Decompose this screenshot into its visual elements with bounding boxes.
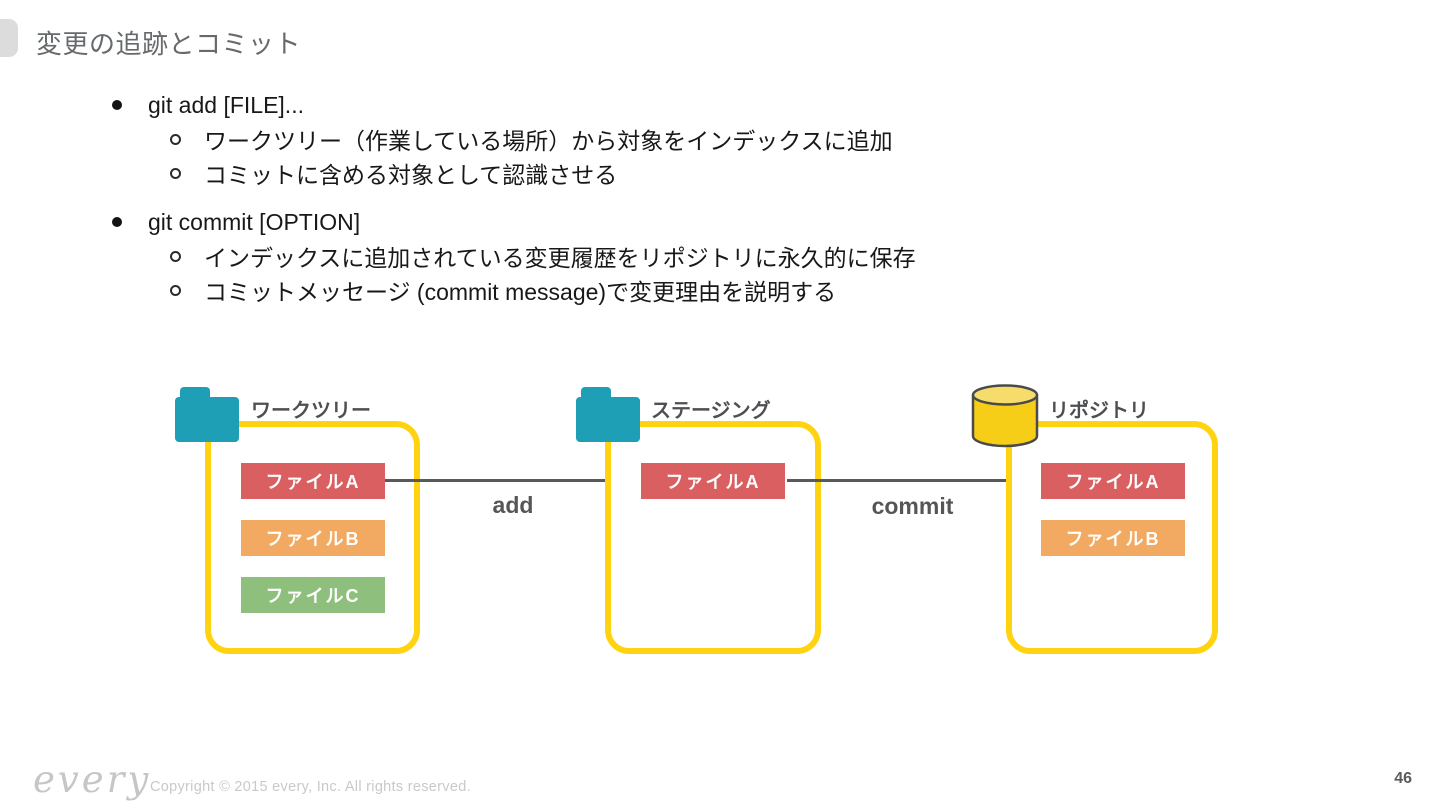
- commit-arrow-label: commit: [871, 493, 954, 519]
- sub-bullet-text: インデックスに追加されている変更履歴をリポジトリに永久的に保存: [204, 245, 916, 271]
- repository-label: リポジトリ: [1049, 400, 1149, 422]
- every-logo: every: [33, 758, 152, 801]
- sub-bullet-text: コミットメッセージ (commit message)で変更理由を説明する: [204, 279, 837, 305]
- file-chip: ファイルB: [1041, 520, 1185, 556]
- bullet-dot-icon: [112, 217, 122, 227]
- file-chip: ファイルC: [241, 577, 385, 613]
- file-chip: ファイルA: [241, 463, 385, 499]
- file-label: ファイルB: [265, 529, 361, 549]
- page-number: 46: [1394, 770, 1412, 787]
- title-accent-tab: [0, 19, 18, 57]
- bullet-circle-icon: [170, 250, 181, 262]
- file-chip: ファイルB: [241, 520, 385, 556]
- file-label: ファイルA: [265, 472, 361, 492]
- worktree-label: ワークツリー: [251, 400, 371, 422]
- sub-bullet-item: コミットに含める対象として認識させる: [170, 158, 617, 188]
- sub-bullet-text: ワークツリー（作業している場所）から対象をインデックスに追加: [204, 128, 893, 154]
- staging-box: [605, 421, 821, 654]
- file-chip: ファイルA: [641, 463, 785, 499]
- page-title: 変更の追跡とコミット: [36, 29, 302, 59]
- file-chip: ファイルA: [1041, 463, 1185, 499]
- sub-bullet-text: コミットに含める対象として認識させる: [204, 162, 618, 188]
- file-label: ファイルC: [265, 586, 361, 606]
- bullet-item: git commit [OPTION]: [112, 207, 360, 237]
- sub-bullet-item: インデックスに追加されている変更履歴をリポジトリに永久的に保存: [170, 241, 916, 271]
- folder-icon: [576, 387, 640, 442]
- copyright-text: Copyright © 2015 every, Inc. All rights …: [150, 779, 471, 795]
- bullet-circle-icon: [170, 284, 181, 296]
- bullet-circle-icon: [170, 167, 181, 179]
- bullet-item: git add [FILE]...: [112, 90, 304, 120]
- file-label: ファイルB: [1065, 529, 1161, 549]
- bullet-text: git add [FILE]...: [148, 91, 304, 118]
- commit-arrow: [787, 479, 1023, 482]
- database-icon: [971, 384, 1039, 448]
- staging-label: ステージング: [651, 400, 771, 422]
- add-arrow: [385, 479, 627, 482]
- file-label: ファイルA: [665, 472, 761, 492]
- sub-bullet-item: コミットメッセージ (commit message)で変更理由を説明する: [170, 275, 836, 305]
- bullet-circle-icon: [170, 133, 181, 145]
- file-label: ファイルA: [1065, 472, 1161, 492]
- bullet-dot-icon: [112, 100, 122, 110]
- add-arrow-label: add: [492, 492, 534, 518]
- folder-icon: [175, 387, 239, 442]
- sub-bullet-item: ワークツリー（作業している場所）から対象をインデックスに追加: [170, 124, 893, 154]
- bullet-text: git commit [OPTION]: [148, 208, 361, 235]
